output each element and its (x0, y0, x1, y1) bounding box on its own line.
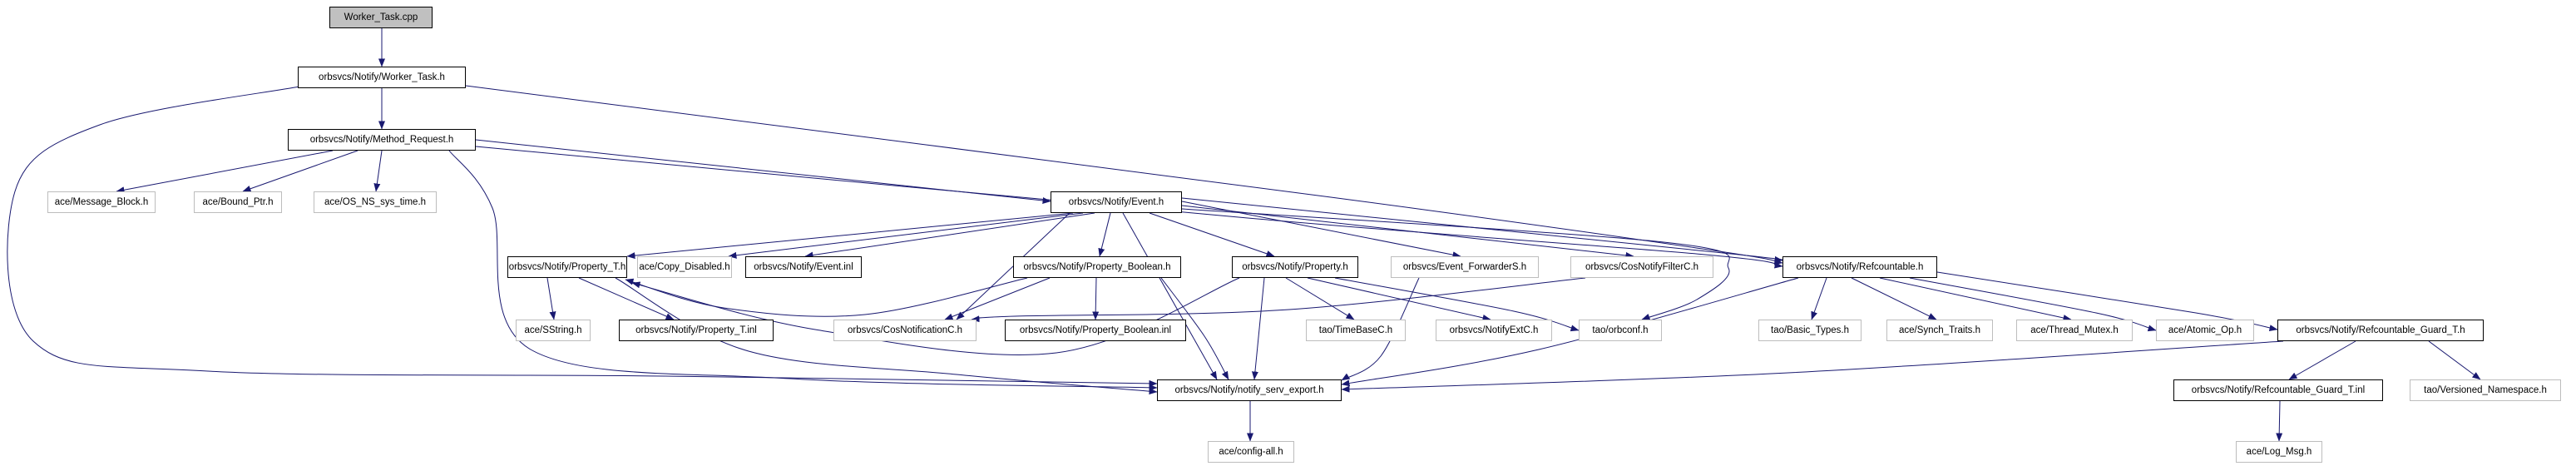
edge-refcountable_h-to-basic_types_h (1811, 277, 1827, 320)
node-ace-bound-ptr-h: ace/Bound_Ptr.h (194, 191, 282, 213)
edge-property_boolean_h-to-notify_serv_export_h (1160, 277, 1229, 380)
edge-worker_task_h-to-refcountable_h (465, 85, 1783, 265)
edge-property_t_h-to-property_t_inl (578, 277, 675, 320)
node-ace-copy-disabled-h: ace/Copy_Disabled.h (637, 256, 732, 278)
edge-event_h-to-property_boolean_h (1098, 212, 1111, 257)
edge-method_request_h-to-bound_ptr_h (242, 150, 358, 192)
edge-refcountable_guard_t_h-to-versioned_namespace_h (2428, 340, 2481, 380)
edge-event_h-to-property_h (1149, 212, 1275, 257)
node-cosnotifyfilterc-h: orbsvcs/CosNotifyFilterC.h (1570, 256, 1713, 278)
node-property-t-h[interactable]: orbsvcs/Notify/Property_T.h (507, 256, 627, 278)
node-notify-serv-export-h[interactable]: orbsvcs/Notify/notify_serv_export.h (1157, 379, 1342, 401)
edge-refcountable_h-to-thread_mutex_h (1879, 277, 2072, 321)
node-property-boolean-inl[interactable]: orbsvcs/Notify/Property_Boolean.inl (1005, 320, 1186, 341)
edge-refcountable_h-to-notify_serv_export_h (1341, 277, 1799, 387)
edge-event_h-to-orbconf_h (1181, 208, 1730, 320)
node-notifyextc-h: orbsvcs/NotifyExtC.h (1436, 320, 1552, 341)
edge-refcountable_h-to-synch_traits_h (1851, 277, 1937, 320)
node-ace-os-ns-sys-time-h: ace/OS_NS_sys_time.h (314, 191, 437, 213)
edge-event_h-to-property_t_h (626, 212, 1074, 260)
edge-refcountable_guard_t_inl-to-log_msg_h (2276, 400, 2283, 442)
edge-refcountable_h-to-atomic_op_h (1909, 277, 2157, 332)
node-refcountable-h[interactable]: orbsvcs/Notify/Refcountable.h (1782, 256, 1937, 278)
edge-refcountable_h-to-refcountable_guard_t_h (1936, 271, 2278, 332)
edge-method_request_h-to-os_ns_sys_time_h (373, 150, 383, 192)
node-tao-timebasec-h: tao/TimeBaseC.h (1306, 320, 1406, 341)
edge-method_request_h-to-refcountable_h (475, 146, 1783, 269)
edge-event_h-to-notify_serv_export_h (1122, 212, 1218, 380)
node-method-request-h[interactable]: orbsvcs/Notify/Method_Request.h (288, 129, 476, 151)
edge-event_h-to-event_inl (804, 212, 1095, 259)
edge-property_h-to-notifyextc_h (1307, 277, 1491, 321)
node-property-boolean-h[interactable]: orbsvcs/Notify/Property_Boolean.h (1013, 256, 1181, 278)
node-refcountable-guard-t-h[interactable]: orbsvcs/Notify/Refcountable_Guard_T.h (2277, 320, 2484, 341)
node-ace-message-block-h: ace/Message_Block.h (47, 191, 156, 213)
edge-property_h-to-notify_serv_export_h (1251, 277, 1265, 380)
node-tao-basic-types-h: tao/Basic_Types.h (1758, 320, 1862, 341)
node-ace-synch-traits-h: ace/Synch_Traits.h (1886, 320, 1993, 341)
node-property-t-inl[interactable]: orbsvcs/Notify/Property_T.inl (619, 320, 774, 341)
node-ace-thread-mutex-h: ace/Thread_Mutex.h (2016, 320, 2133, 341)
node-property-h[interactable]: orbsvcs/Notify/Property.h (1232, 256, 1358, 278)
node-refcountable-guard-t-inl[interactable]: orbsvcs/Notify/Refcountable_Guard_T.inl (2173, 379, 2383, 401)
edge-event_h-to-refcountable_h (1181, 197, 1783, 263)
edge-refcountable_guard_t_h-to-refcountable_guard_t_inl (2288, 340, 2356, 380)
node-cosnotificationc-h: orbsvcs/CosNotificationC.h (833, 320, 977, 341)
node-worker-task-h[interactable]: orbsvcs/Notify/Worker_Task.h (298, 67, 466, 88)
edge-cosnotifyfilterc_h-to-cosnotificationc_h (971, 277, 1586, 323)
edge-property_boolean_h-to-property_boolean_inl (1092, 277, 1100, 320)
edge-event_h-to-copy_disabled_h (728, 212, 1084, 259)
node-ace-config-all-h: ace/config-all.h (1208, 441, 1294, 463)
node-tao-versioned-namespace-h: tao/Versioned_Namespace.h (2410, 379, 2561, 401)
edge-event_forwarders_h-to-notify_serv_export_h (1341, 277, 1420, 381)
edge-property_boolean_h-to-cosnotificationc_h (944, 277, 1051, 320)
edge-method_request_h-to-message_block_h (116, 150, 334, 194)
node-worker-task-cpp: Worker_Task.cpp (329, 7, 433, 28)
edge-property_h-to-orbconf_h (1334, 277, 1580, 332)
node-ace-sstring-h: ace/SString.h (516, 320, 591, 341)
edge-method_request_h-to-notify_serv_export_h (448, 150, 1158, 391)
edge-event_h-to-event_forwarders_h (1181, 201, 1461, 259)
node-event-h[interactable]: orbsvcs/Notify/Event.h (1051, 191, 1182, 213)
edge-property_h-to-property_t_h (631, 277, 1240, 355)
node-ace-atomic-op-h: ace/Atomic_Op.h (2156, 320, 2254, 341)
edge-worker_task_h-to-notify_serv_export_h (7, 86, 1158, 387)
edge-property_t_h-to-notify_serv_export_h (615, 277, 1158, 395)
node-event-forwarders-h: orbsvcs/Event_ForwarderS.h (1391, 256, 1539, 278)
node-tao-orbconf-h: tao/orbconf.h (1579, 320, 1662, 341)
edge-refcountable_guard_t_h-to-notify_serv_export_h (1341, 340, 2284, 393)
edge-property_h-to-timebasec_h (1285, 277, 1355, 320)
edge-property_boolean_h-to-property_t_h (625, 277, 1028, 317)
node-event-inl[interactable]: orbsvcs/Notify/Event.inl (745, 256, 862, 278)
node-ace-log-msg-h: ace/Log_Msg.h (2236, 441, 2322, 463)
edge-property_t_h-to-sstring_h (546, 277, 556, 320)
